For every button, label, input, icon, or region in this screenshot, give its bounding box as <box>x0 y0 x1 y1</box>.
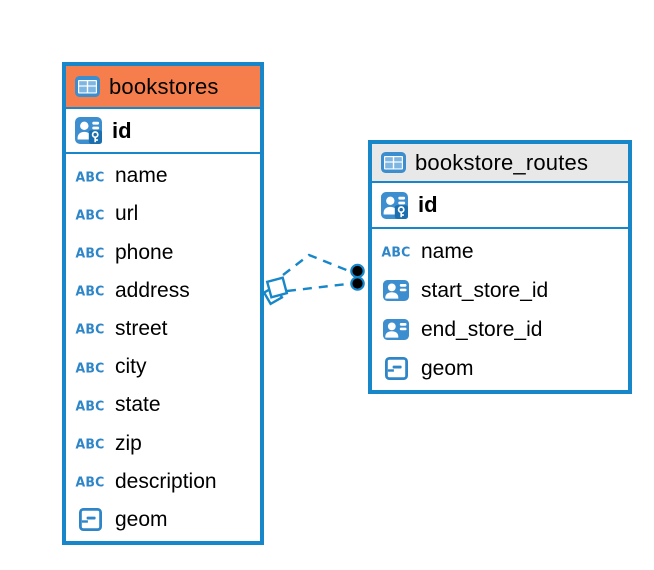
column-name: id <box>112 117 132 143</box>
text-type-icon: ABC <box>75 167 105 185</box>
relationship-target-dot-upper <box>350 263 365 279</box>
column-name: phone <box>115 240 174 264</box>
column-row-zip[interactable]: ABC zip <box>66 424 260 462</box>
column-name: end_store_id <box>421 317 543 341</box>
column-row-start-store-id[interactable]: start_store_id <box>372 271 628 310</box>
table-node-bookstores[interactable]: bookstores id ABC name ABC url ABC phone… <box>62 62 264 545</box>
table-icon <box>74 76 101 97</box>
column-name: name <box>115 164 168 188</box>
column-name: zip <box>115 431 142 455</box>
column-row-end-store-id[interactable]: end_store_id <box>372 310 628 349</box>
text-type-icon: ABC <box>75 435 105 452</box>
column-name: street <box>115 316 168 340</box>
column-name: city <box>115 355 147 379</box>
table-header-bookstore-routes[interactable]: bookstore_routes <box>372 144 628 183</box>
table-title: bookstore_routes <box>415 149 589 175</box>
column-name: id <box>418 192 438 217</box>
text-type-icon: ABC <box>75 473 105 490</box>
geometry-type-icon <box>74 508 106 532</box>
text-type-icon: ABC <box>75 359 105 376</box>
primary-key-icon <box>72 117 104 144</box>
column-name: url <box>115 202 139 226</box>
column-row-geom[interactable]: geom <box>372 349 628 388</box>
table-icon <box>380 152 407 173</box>
column-row-id[interactable]: id <box>372 183 628 229</box>
column-row-state[interactable]: ABC state <box>66 386 260 424</box>
column-row-url[interactable]: ABC url <box>66 195 260 233</box>
column-name: geom <box>115 507 168 531</box>
column-row-description[interactable]: ABC description <box>66 463 260 501</box>
relationship-line-lower[interactable] <box>286 282 348 293</box>
primary-key-icon <box>378 191 410 219</box>
column-row-name[interactable]: ABC name <box>66 157 260 195</box>
column-row-id[interactable]: id <box>66 109 260 154</box>
table-node-bookstore-routes[interactable]: bookstore_routes id ABC name start_store… <box>368 140 632 394</box>
text-type-icon: ABC <box>75 320 105 338</box>
text-type-icon: ABC <box>75 397 105 414</box>
column-name: name <box>421 239 474 263</box>
text-type-icon: ABC <box>381 243 411 260</box>
column-row-address[interactable]: ABC address <box>66 272 260 310</box>
relationship-target-dot-lower <box>350 276 365 291</box>
column-list: ABC name ABC url ABC phone ABC address A… <box>66 154 260 541</box>
text-type-icon: ABC <box>75 244 105 261</box>
column-row-name[interactable]: ABC name <box>372 232 628 271</box>
relationship-source-marker-front <box>265 276 289 299</box>
table-header-bookstores[interactable]: bookstores <box>66 66 260 109</box>
text-type-icon: ABC <box>75 282 105 299</box>
column-name: description <box>115 469 217 493</box>
column-list: ABC name start_store_id end_store_id ge <box>372 229 628 390</box>
column-row-city[interactable]: ABC city <box>66 348 260 386</box>
text-type-icon: ABC <box>75 206 105 223</box>
table-title: bookstores <box>109 73 219 99</box>
column-row-geom[interactable]: geom <box>66 501 260 539</box>
column-name: address <box>115 278 190 302</box>
foreign-key-icon <box>380 280 412 301</box>
relationship-source-marker-back <box>262 284 284 306</box>
column-name: geom <box>421 356 474 380</box>
column-name: start_store_id <box>421 278 549 302</box>
column-row-phone[interactable]: ABC phone <box>66 233 260 271</box>
geometry-type-icon <box>380 357 412 380</box>
column-row-street[interactable]: ABC street <box>66 310 260 348</box>
foreign-key-icon <box>380 319 412 340</box>
relationship-line-upper[interactable] <box>282 253 350 276</box>
column-name: state <box>115 393 161 417</box>
